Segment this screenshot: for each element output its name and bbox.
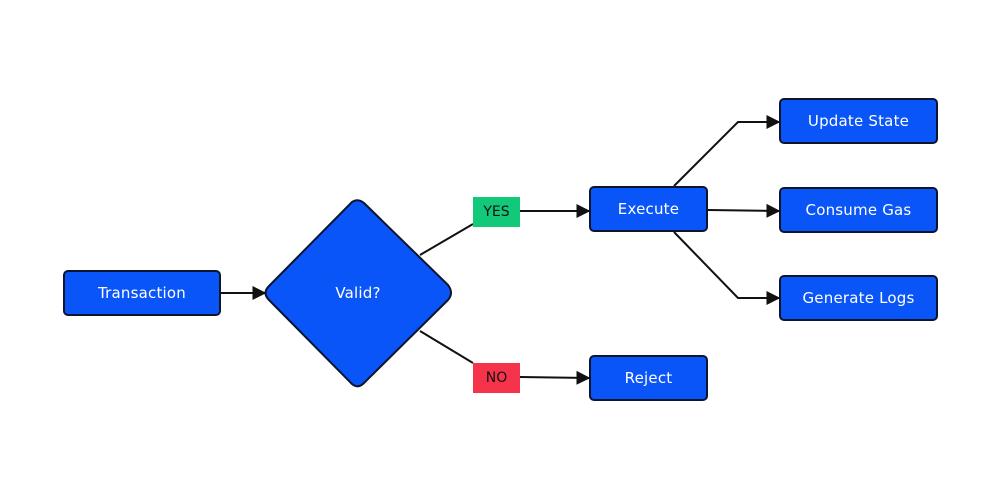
node-reject-label: Reject [624,369,673,387]
node-execute: Execute [589,186,708,232]
node-execute-label: Execute [617,200,680,218]
no-tag-label: NO [485,370,508,386]
node-consume-gas: Consume Gas [779,187,938,233]
edge-no-reject [519,370,591,385]
node-consume-gas-label: Consume Gas [805,201,912,219]
node-update-state-label: Update State [807,112,910,130]
node-generate-logs-label: Generate Logs [802,289,915,307]
edge-execute-generate-logs [673,231,781,305]
yes-tag-bg [473,197,520,227]
node-transaction-label: Transaction [97,284,186,302]
node-update-state: Update State [779,98,938,144]
no-tag: NO [473,363,520,393]
edge-valid-no [419,330,474,364]
edge-execute-consume-gas [707,203,781,218]
node-valid-label: Valid? [335,284,381,302]
edge-valid-yes [419,223,474,256]
edge-execute-update-state [673,115,781,187]
node-generate-logs: Generate Logs [779,275,938,321]
yes-tag-label: YES [483,204,510,220]
node-reject: Reject [589,355,708,401]
no-tag-bg [473,363,520,393]
yes-tag: YES [473,197,520,227]
node-transaction: Transaction [63,270,221,316]
node-valid: Valid? [298,268,418,318]
